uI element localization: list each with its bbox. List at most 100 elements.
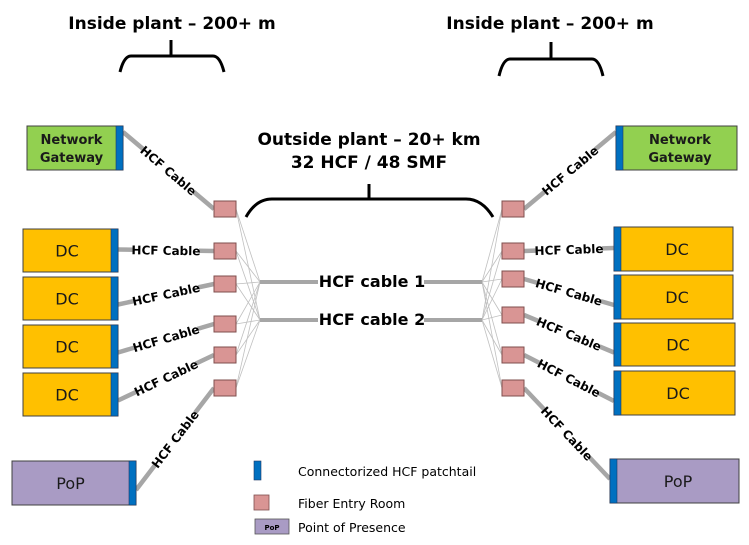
cable-label-bg (132, 242, 200, 258)
gateway-box (26, 125, 124, 171)
fanout-line-right (481, 319, 503, 356)
patchtail-icon (110, 372, 119, 417)
legend: Connectorized HCF patchtail Fiber Entry … (253, 460, 476, 535)
fiber-entry-room-icon (501, 379, 525, 397)
patchtail-icon (613, 226, 622, 272)
pop-icon (254, 518, 290, 535)
fanout-line-left (235, 250, 261, 283)
patchtail-icon (115, 125, 124, 171)
hcf-cable-left-3: HCF Cable (117, 321, 215, 355)
dc-box (613, 274, 734, 320)
fiber-entry-room-icon (501, 270, 525, 288)
patchtail-icon (253, 460, 262, 481)
trunk-cables (260, 280, 482, 322)
hcf-cable-left-5: HCF Cable (134, 386, 216, 492)
fanout-line-left (235, 283, 261, 321)
fiber-entry-room-icon (213, 275, 237, 293)
node-label: DC (665, 240, 689, 259)
dc-box (22, 324, 119, 369)
fanout-line-left (235, 281, 261, 285)
fanout-line-left (235, 281, 261, 325)
pop-box (609, 458, 740, 504)
node-label: DC (666, 336, 690, 355)
hcf-cable-right-1: HCF Cable (523, 241, 615, 258)
fiber-entry-room-icon (501, 346, 525, 364)
node-label: DC (55, 242, 79, 261)
fanout-line-right (481, 319, 503, 389)
site-node-left-dc-4: DC (22, 372, 119, 417)
hcf-cable-label: HCF Cable (538, 404, 596, 464)
site-nodes: NetworkGatewayDCDCDCDCPoPNetworkGatewayD… (11, 125, 740, 506)
node-label: DC (55, 290, 79, 309)
fanout-line-right (481, 250, 503, 321)
hcf-cable-right-5: HCF Cable (522, 386, 612, 481)
patchtail-icon (615, 125, 624, 171)
hcf-cable-left-0: HCF Cable (121, 130, 216, 211)
hcf-cable-label: HCF Cable (131, 243, 200, 258)
patchtail-icon (613, 274, 622, 320)
cable-label-bg (539, 404, 595, 463)
fiber-entry-room-icon (213, 315, 237, 333)
hcf-cable-label: HCF Cable (539, 143, 601, 198)
fiber-entry-room-icon (213, 200, 237, 218)
fanout-line-right (481, 278, 503, 283)
fiber-entry-room-icon (213, 379, 237, 397)
fiber-entry-room-icon (253, 494, 270, 511)
cable-label-bg (149, 408, 201, 470)
hcf-cable-right-0: HCF Cable (522, 130, 618, 211)
fanout-line-right (481, 281, 503, 356)
site-node-right-pop-5: PoP (609, 458, 740, 504)
site-node-left-pop-5: PoP (11, 460, 137, 506)
fiber-entry-room-icon (501, 306, 525, 324)
fiber-fanout-lines (235, 208, 503, 389)
node-label: DC (55, 338, 79, 357)
hcf-cable-label: HCF Cable (131, 322, 201, 355)
cable-label-bg (132, 280, 200, 308)
fiber-entry-room-icon (213, 242, 237, 260)
legend-label-point-of-presence: Point of Presence (298, 520, 406, 535)
fanout-line-right (481, 208, 503, 283)
node-label: DC (55, 386, 79, 405)
patchtail-icon (609, 458, 618, 504)
cable-label-bg (133, 357, 199, 399)
site-node-right-dc-3: DC (613, 322, 736, 367)
legend-label-patchtail: Connectorized HCF patchtail (298, 464, 476, 479)
pop-box (11, 460, 137, 506)
trunk-cable-1-label: HCF cable 1 (319, 272, 425, 291)
inside-plant-left-brace (118, 40, 226, 73)
fanout-line-left (235, 319, 261, 389)
site-node-left-dc-1: DC (22, 228, 119, 273)
outside-plant-label: Outside plant – 20+ km (257, 130, 480, 150)
cable-label-bg (535, 241, 603, 258)
outside-plant-fiber-count: 32 HCF / 48 SMF (291, 153, 447, 173)
dc-box (613, 370, 736, 416)
hcf-cable-label: HCF Cable (534, 276, 604, 309)
patchtail-icon (110, 324, 119, 369)
patchtail-icon (110, 228, 119, 273)
node-label-line1: Network (41, 133, 103, 148)
cable-label-bg (540, 143, 600, 198)
patchtail-icon (128, 460, 137, 506)
node-label: PoP (664, 472, 693, 491)
patchtail-icon (613, 370, 622, 416)
fanout-line-left (235, 250, 261, 321)
cable-label-bg (535, 314, 603, 353)
dc-box (22, 228, 119, 273)
node-label-line2: Gateway (648, 151, 712, 166)
hcf-cable-label: HCF Cable (137, 143, 199, 198)
fanout-line-right (481, 281, 503, 389)
node-label: PoP (56, 474, 85, 493)
cable-label-bg (138, 143, 199, 198)
site-node-right-dc-2: DC (613, 274, 734, 320)
hcf-cable-right-2: HCF Cable (523, 276, 615, 309)
outside-plant-brace (244, 184, 495, 218)
patchtail-icon (613, 322, 622, 367)
pop-icon-text: PoP (264, 524, 279, 532)
hcf-cable-right-4: HCF Cable (522, 352, 616, 404)
fiber-entry-room-icon (213, 346, 237, 364)
fanout-line-right (481, 281, 503, 316)
fanout-line-right (481, 208, 503, 321)
hcf-cable-label: HCF Cable (535, 357, 603, 401)
